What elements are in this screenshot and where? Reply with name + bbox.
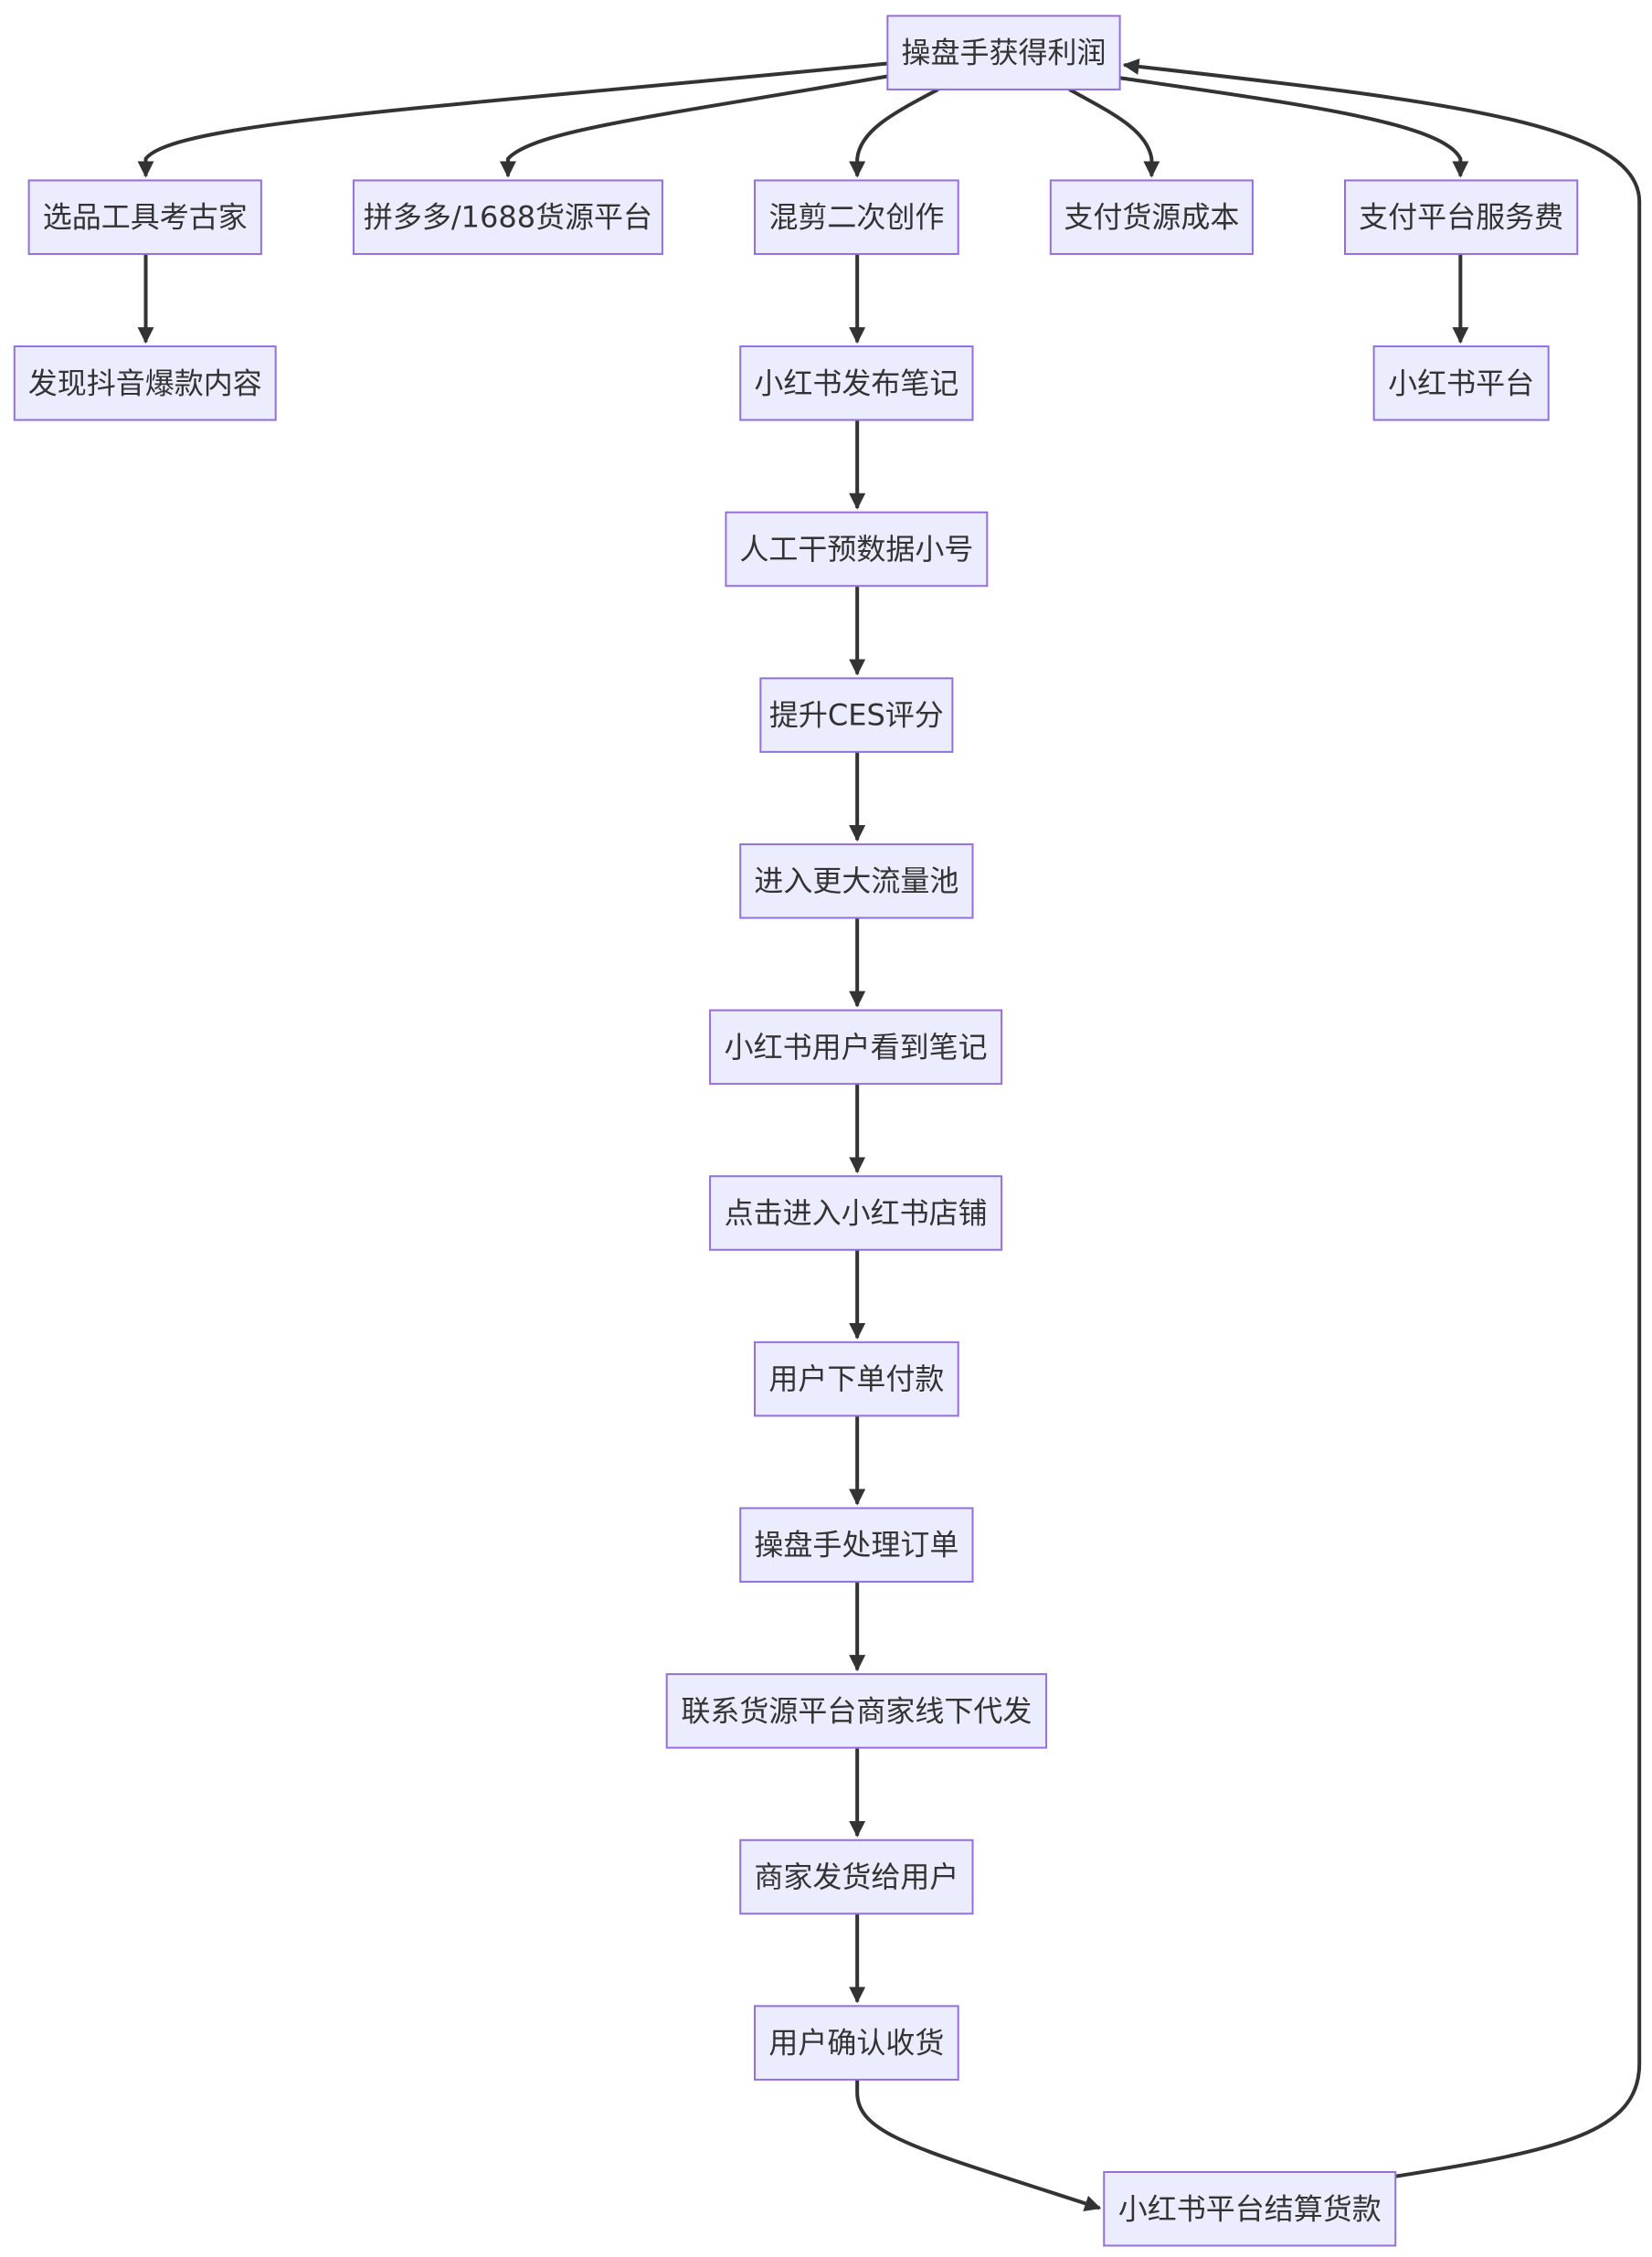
- node-label: 商家发货给用户: [754, 1860, 958, 1894]
- node-label: 拼多多/1688货源平台: [364, 200, 652, 235]
- node-publish: 小红书发布笔记: [739, 345, 974, 421]
- node-label: 操盘手处理订单: [754, 1528, 958, 1563]
- node-box: [1049, 179, 1254, 255]
- node-box: [754, 2005, 959, 2081]
- node-box: [665, 1673, 1048, 1749]
- node-label: 进入更大流量池: [754, 864, 958, 898]
- node-ship: 商家发货给用户: [739, 1838, 974, 1915]
- node-box: [13, 345, 277, 421]
- node-tool: 选品工具考古家: [27, 179, 262, 255]
- node-box: [1372, 345, 1550, 421]
- node-order: 用户下单付款: [754, 1340, 959, 1417]
- node-boost: 人工干预数据小号: [725, 511, 989, 588]
- node-label: 用户下单付款: [768, 1362, 944, 1396]
- node-label: 用户确认收货: [768, 2026, 944, 2061]
- node-paycost: 支付货源成本: [1049, 179, 1254, 255]
- node-label: 联系货源平台商家线下代发: [681, 1693, 1032, 1728]
- node-label: 人工干预数据小号: [739, 532, 973, 567]
- node-label: 小红书平台: [1388, 366, 1534, 400]
- edge-profit-to-remix: [843, 90, 937, 179]
- node-handle: 操盘手处理订单: [739, 1507, 974, 1584]
- node-ces: 提升CES评分: [759, 677, 954, 753]
- node-box: [739, 1838, 974, 1915]
- node-remix: 混剪二次创作: [754, 179, 959, 255]
- node-source: 拼多多/1688货源平台: [352, 179, 663, 255]
- node-box: [739, 1507, 974, 1584]
- edge-profit-to-source: [494, 75, 895, 179]
- node-see: 小红书用户看到笔记: [709, 1009, 1003, 1086]
- node-label: 小红书平台结算货款: [1118, 2191, 1382, 2226]
- edge-profit-to-tool: [132, 63, 888, 179]
- edge-profit-to-paycost: [1069, 90, 1165, 179]
- node-label: 支付货源成本: [1064, 200, 1239, 235]
- node-box: [754, 179, 959, 255]
- node-label: 发现抖音爆款内容: [28, 366, 262, 400]
- node-label: 混剪二次创作: [768, 200, 944, 235]
- node-label: 支付平台服务费: [1359, 200, 1563, 235]
- node-store: 点击进入小红书店铺: [709, 1175, 1003, 1251]
- node-box: [1103, 2170, 1397, 2247]
- node-xhsplat: 小红书平台: [1372, 345, 1550, 421]
- node-box: [1344, 179, 1579, 255]
- node-box: [759, 677, 954, 753]
- edge-settle-to-profit: [1121, 54, 1639, 2177]
- node-box: [754, 1340, 959, 1417]
- node-douyin: 发现抖音爆款内容: [13, 345, 277, 421]
- node-label: 小红书发布笔记: [754, 366, 958, 400]
- node-label: 选品工具考古家: [43, 200, 248, 235]
- node-label: 操盘手获得利润: [901, 36, 1106, 70]
- node-box: [886, 15, 1121, 90]
- node-pool: 进入更大流量池: [739, 842, 974, 919]
- node-confirm: 用户确认收货: [754, 2005, 959, 2081]
- node-label: 小红书用户看到笔记: [725, 1030, 988, 1065]
- node-box: [709, 1009, 1003, 1086]
- node-box: [352, 179, 663, 255]
- edge-profit-to-payfee: [1120, 78, 1474, 179]
- node-label: 提升CES评分: [769, 698, 944, 733]
- node-settle: 小红书平台结算货款: [1103, 2170, 1397, 2247]
- node-box: [709, 1175, 1003, 1251]
- edge-confirm-to-settle: [857, 2080, 1103, 2214]
- node-payfee: 支付平台服务费: [1344, 179, 1579, 255]
- node-box: [739, 345, 974, 421]
- node-box: [725, 511, 989, 588]
- node-label: 点击进入小红书店铺: [725, 1195, 988, 1230]
- node-profit: 操盘手获得利润: [886, 15, 1121, 90]
- node-box: [739, 842, 974, 919]
- node-contact: 联系货源平台商家线下代发: [665, 1673, 1048, 1749]
- node-box: [27, 179, 262, 255]
